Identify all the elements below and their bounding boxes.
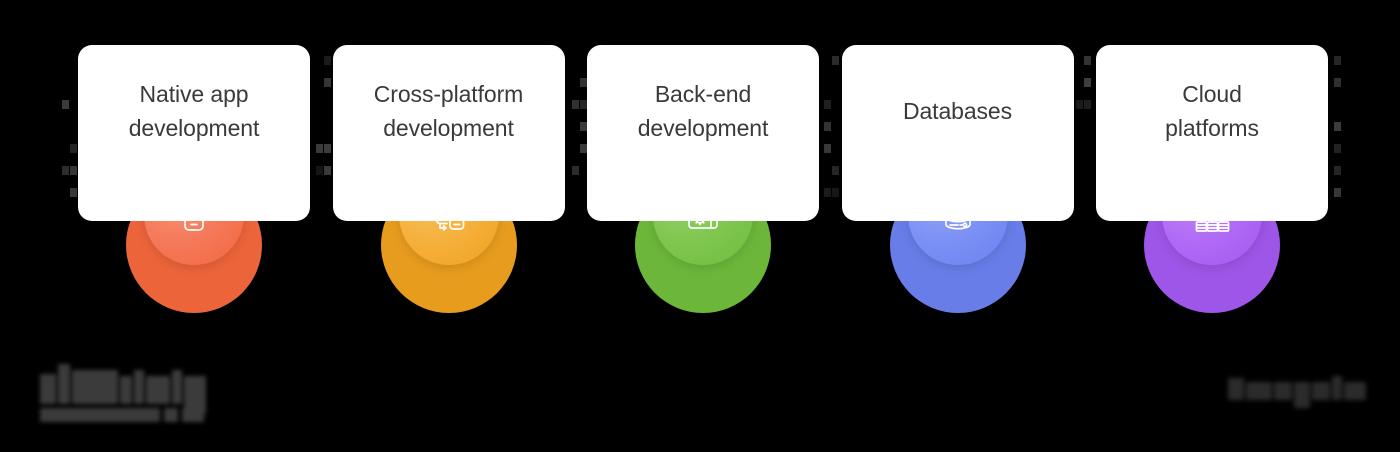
skill-card-databases[interactable]: Databases	[842, 45, 1074, 295]
compression-artifact	[1076, 100, 1083, 109]
card-panel-cross-platform-development[interactable]: Cross-platform development	[333, 45, 565, 221]
compression-artifact	[62, 166, 69, 175]
skill-card-back-end-development[interactable]: Back-end development	[587, 45, 819, 295]
compression-artifact	[1334, 144, 1341, 153]
compression-artifact	[832, 166, 839, 175]
compression-artifact	[572, 166, 579, 175]
card-title: Cross-platform development	[344, 77, 554, 145]
compression-artifact	[1334, 188, 1341, 197]
compression-artifact	[316, 166, 323, 175]
compression-artifact	[70, 166, 77, 175]
compression-artifact	[580, 122, 587, 131]
compression-artifact	[62, 100, 69, 109]
compression-artifact	[1334, 56, 1341, 65]
compression-artifact	[324, 56, 331, 65]
compression-artifact	[1084, 100, 1091, 109]
compression-artifact	[824, 100, 831, 109]
skill-card-row: Native app development Cross-platform de…	[78, 45, 1328, 295]
compression-artifact	[1334, 78, 1341, 87]
compression-artifact	[70, 188, 77, 197]
compression-artifact	[324, 166, 331, 175]
skill-card-cloud-platforms[interactable]: Cloud platforms	[1096, 45, 1328, 295]
blurred-watermark	[1228, 372, 1380, 406]
compression-artifact	[572, 100, 579, 109]
compression-artifact	[824, 188, 831, 197]
skill-card-cross-platform-development[interactable]: Cross-platform development	[333, 45, 565, 295]
compression-artifact	[1334, 166, 1341, 175]
compression-artifact	[324, 78, 331, 87]
compression-artifact	[832, 56, 839, 65]
card-title: Native app development	[89, 77, 299, 145]
compression-artifact	[324, 144, 331, 153]
compression-artifact	[70, 144, 77, 153]
skill-card-native-app-development[interactable]: Native app development	[78, 45, 310, 295]
compression-artifact	[316, 144, 323, 153]
compression-artifact	[1084, 78, 1091, 87]
card-panel-databases[interactable]: Databases	[842, 45, 1074, 221]
compression-artifact	[824, 144, 831, 153]
card-panel-native-app-development[interactable]: Native app development	[78, 45, 310, 221]
blurred-logo	[38, 360, 208, 422]
compression-artifact	[580, 78, 587, 87]
card-title: Databases	[853, 77, 1063, 128]
card-panel-cloud-platforms[interactable]: Cloud platforms	[1096, 45, 1328, 221]
compression-artifact	[1334, 122, 1341, 131]
card-title: Back-end development	[598, 77, 808, 145]
compression-artifact	[1084, 56, 1091, 65]
compression-artifact	[832, 188, 839, 197]
compression-artifact	[580, 100, 587, 109]
compression-artifact	[824, 122, 831, 131]
compression-artifact	[580, 144, 587, 153]
card-title: Cloud platforms	[1107, 77, 1317, 145]
card-panel-back-end-development[interactable]: Back-end development	[587, 45, 819, 221]
